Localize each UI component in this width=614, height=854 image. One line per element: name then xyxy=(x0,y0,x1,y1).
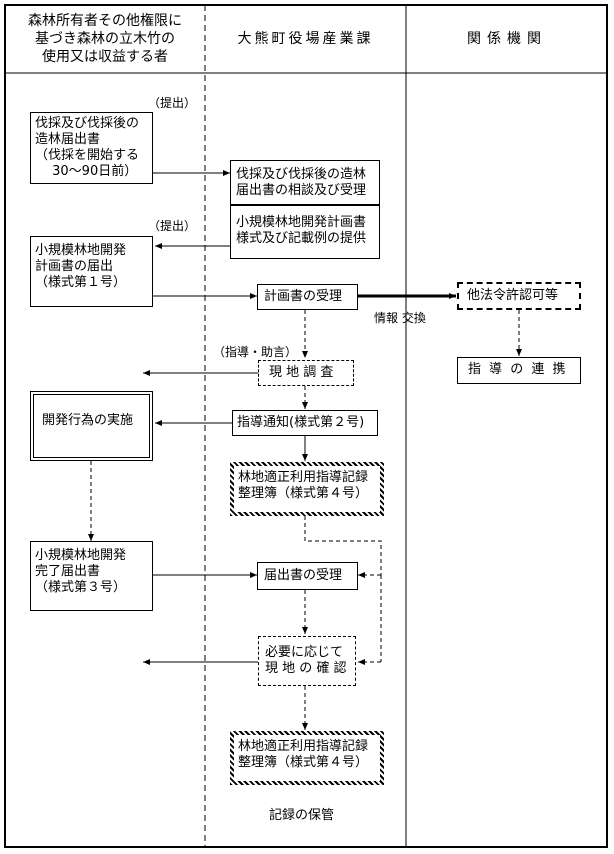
record-ledger-1-text: 林地適正利用指導記録 整理簿（様式第４号） xyxy=(234,466,380,512)
box-site-check: 必要に応じて 現 地 の 確 認 xyxy=(258,636,356,686)
box-felling-notice: 伐採及び伐採後の 造林届出書 （伐採を開始する 30～90日前） xyxy=(30,112,153,184)
label-submit-2: （提出） xyxy=(148,219,197,233)
box-site-survey: 現 地 調 査 xyxy=(258,360,354,386)
label-guidance: （指導・助言） xyxy=(213,345,298,359)
label-info-exchange: 情報 交換 xyxy=(374,311,426,325)
route-daicho-right xyxy=(304,516,382,575)
box-plan-acceptance: 計画書の受理 xyxy=(257,284,358,310)
box-other-permits: 他法令許認可等 xyxy=(457,282,581,310)
header-town: 大熊町役場産業課 xyxy=(237,31,374,47)
box-template-provision: 小規模林地開発計画書 様式及び記載例の提供 xyxy=(230,205,380,259)
header-agency: 関係機関 xyxy=(467,31,547,47)
box-completion-notice: 小規模林地開発 完了届出書 （様式第３号） xyxy=(30,541,153,611)
box-development-plan-notice: 小規模林地開発 計画書の届出 （様式第１号） xyxy=(30,236,153,307)
box-development-implementation: 開発行為の実施 xyxy=(30,391,153,461)
label-submit-1: （提出） xyxy=(148,96,197,110)
box-record-ledger-1: 林地適正利用指導記録 整理簿（様式第４号） xyxy=(230,462,384,516)
box-consultation: 伐採及び伐採後の造林 届出書の相談及び受理 xyxy=(230,160,380,205)
label-record-storage: 記録の保管 xyxy=(269,808,335,823)
box-notice-acceptance: 届出書の受理 xyxy=(257,562,358,590)
header-owner: 森林所有者その他権限に 基づき森林の立木竹の 使用又は収益する者 xyxy=(28,13,182,65)
box-guidance-notice: 指導通知(様式第２号) xyxy=(232,410,378,436)
box-record-ledger-2: 林地適正利用指導記録 整理簿（様式第４号） xyxy=(230,731,384,785)
box-guidance-cooperation: 指 導 の 連 携 xyxy=(457,357,581,384)
diagram-frame xyxy=(4,4,608,848)
record-ledger-2-text: 林地適正利用指導記録 整理簿（様式第４号） xyxy=(234,735,380,781)
